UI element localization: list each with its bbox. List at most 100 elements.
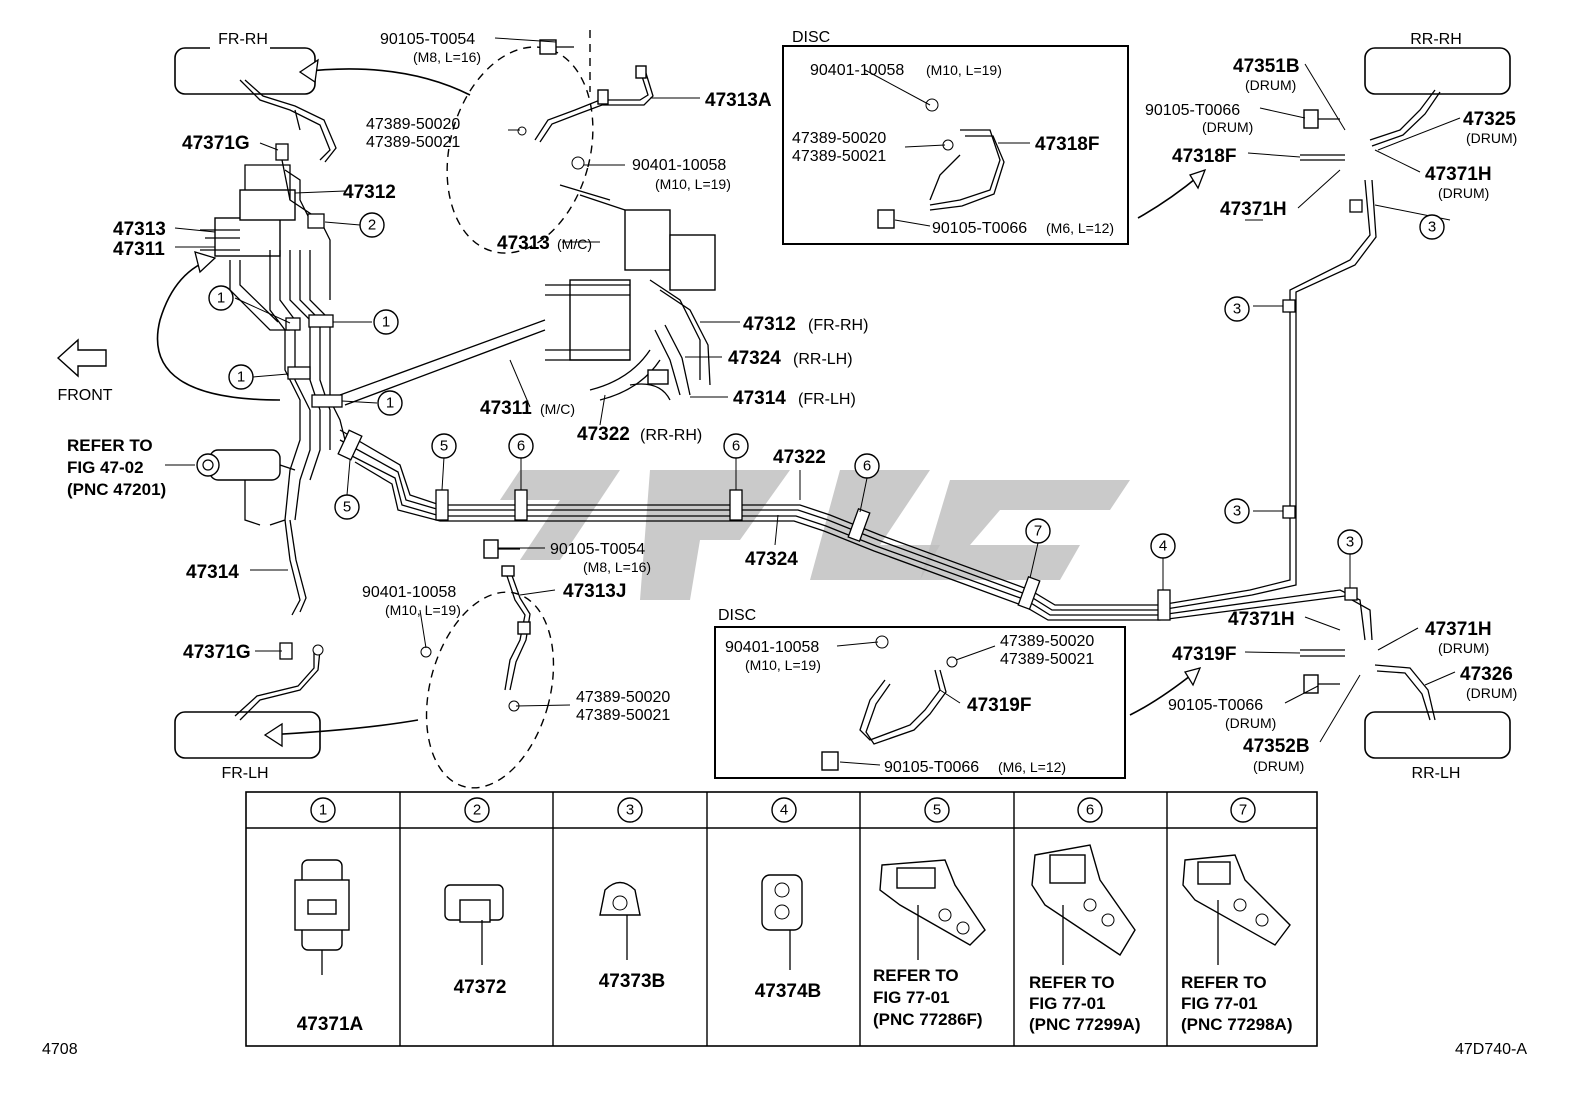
- label-90105-t0054-top-sub: (M8, L=16): [413, 49, 481, 65]
- label-47319f: 47319F: [1172, 644, 1236, 665]
- svg-text:1: 1: [319, 802, 327, 819]
- part-labels: 90105-T0054 (M8, L=16) 47313A 47389-5002…: [67, 31, 1517, 776]
- label-47314: 47314: [186, 562, 239, 583]
- disc-bot-90401: 90401-10058: [725, 639, 819, 656]
- svg-text:1: 1: [217, 290, 225, 307]
- table-header-2: 2: [464, 797, 490, 823]
- table-pn-3: 47373B: [599, 971, 666, 992]
- refer-master-line1: REFER TO: [67, 436, 153, 455]
- label-47389-50021-b: 47389-50021: [576, 707, 670, 724]
- callout-6-b: 6: [723, 433, 749, 459]
- callout-6-a: 6: [508, 433, 534, 459]
- disc-box-bottom: DISC: [714, 607, 1126, 779]
- svg-text:5: 5: [343, 499, 351, 516]
- svg-text:2: 2: [473, 802, 481, 819]
- callout-6-c: 6: [854, 453, 880, 479]
- disc-bottom-label: DISC: [718, 607, 756, 624]
- table-ref-6-line2: FIG 77-01: [1029, 994, 1106, 1013]
- svg-text:4: 4: [780, 802, 788, 819]
- disc-bot-90105: 90105-T0066: [884, 759, 979, 776]
- label-47371h-c: 47371H: [1228, 609, 1295, 630]
- svg-text:1: 1: [386, 395, 394, 412]
- label-47322-rrrh: 47322: [577, 424, 630, 445]
- disc-top-47389-50021: 47389-50021: [792, 148, 886, 165]
- table-ref-7-line2: FIG 77-01: [1181, 994, 1258, 1013]
- master-cylinder-body: [196, 449, 296, 526]
- label-47325: 47325: [1463, 109, 1516, 130]
- callout-5-a: 5: [431, 433, 457, 459]
- table-header-6: 6: [1077, 797, 1103, 823]
- label-90401-10058-a-sub: (M10, L=19): [655, 176, 731, 192]
- disc-bot-47389-50020: 47389-50020: [1000, 633, 1094, 650]
- clip-6-illustration: [1031, 844, 1136, 965]
- label-47311-mc-sub: (M/C): [540, 401, 575, 417]
- callouts: 1 1 1 1 2 3 3 3 3 4 5 5 6 6 6 7: [208, 212, 1445, 559]
- table-header-1: 1: [310, 797, 336, 823]
- label-47314-frlh: 47314: [733, 388, 786, 409]
- label-47389-50020-a: 47389-50020: [366, 116, 460, 133]
- callout-1-c: 1: [228, 364, 254, 390]
- callout-1-b: 1: [373, 309, 399, 335]
- refer-master-line2: FIG 47-02: [67, 458, 144, 477]
- detail-ellipse-top: [446, 46, 594, 254]
- label-47312-frrh-sub: (FR-RH): [808, 317, 868, 334]
- label-47313-mc: 47313: [497, 233, 550, 254]
- label-47352b-sub: (DRUM): [1253, 758, 1304, 774]
- label-47324: 47324: [745, 549, 798, 570]
- table-header-4: 4: [771, 797, 797, 823]
- label-90105-t0054-bot-sub: (M8, L=16): [583, 559, 651, 575]
- bolts: [420, 39, 585, 712]
- clip-47374b-illustration: [761, 874, 803, 970]
- svg-text:6: 6: [1086, 802, 1094, 819]
- label-47326-sub: (DRUM): [1466, 685, 1517, 701]
- callout-3-c: 3: [1224, 498, 1250, 524]
- clip-47372-illustration: [444, 884, 504, 965]
- label-47389-50021-a: 47389-50021: [366, 134, 460, 151]
- label-47371h-d-sub: (DRUM): [1438, 640, 1489, 656]
- curved-arrows: [156, 58, 1207, 748]
- label-fr-rh: FR-RH: [218, 31, 268, 48]
- label-47371g-bottom: 47371G: [183, 642, 251, 663]
- footer-right: 47D740-A: [1455, 1041, 1527, 1058]
- hose-rr-lh: [1300, 649, 1436, 721]
- table-pn-1: 47371A: [297, 1014, 364, 1035]
- svg-text:3: 3: [1346, 534, 1354, 551]
- svg-text:6: 6: [517, 438, 525, 455]
- disc-top-90401-sub: (M10, L=19): [926, 62, 1002, 78]
- svg-text:5: 5: [933, 802, 941, 819]
- clip-47371a-illustration: [294, 859, 350, 975]
- parts-table: 1 2 3 4 5 6 7: [245, 791, 1318, 1047]
- label-47311-mc: 47311: [480, 398, 532, 419]
- clip-47371g-top: [275, 143, 289, 161]
- callout-1-d: 1: [377, 390, 403, 416]
- svg-text:3: 3: [1428, 219, 1436, 236]
- disc-top-47318f: 47318F: [1035, 134, 1099, 155]
- svg-text:5: 5: [440, 438, 448, 455]
- label-90401-10058-b-sub: (M10, L=19): [385, 602, 461, 618]
- disc-bot-90105-sub: (M6, L=12): [998, 759, 1066, 775]
- table-pn-4: 47374B: [755, 981, 822, 1002]
- clip-7-illustration: [1182, 854, 1291, 965]
- wheel-rr-lh: RR-LH: [1364, 711, 1511, 782]
- table-ref-5-line3: (PNC 77286F): [873, 1010, 983, 1029]
- svg-text:2: 2: [368, 217, 376, 234]
- hose-fr-lh: [234, 644, 324, 721]
- disc-top-90105: 90105-T0066: [932, 220, 1027, 237]
- label-90105-t0066-top: 90105-T0066: [1145, 102, 1240, 119]
- table-ref-6-line3: (PNC 77299A): [1029, 1015, 1141, 1034]
- callout-5-b: 5: [334, 494, 360, 520]
- disc-bot-47319f: 47319F: [967, 695, 1031, 716]
- svg-text:1: 1: [237, 369, 245, 386]
- label-47371g-top: 47371G: [182, 133, 250, 154]
- front-arrow-icon: FRONT: [56, 338, 113, 404]
- label-47313a: 47313A: [705, 90, 772, 111]
- table-ref-7-line3: (PNC 77298A): [1181, 1015, 1293, 1034]
- hose-fr-rh: [239, 79, 337, 163]
- pipe-47314: [284, 519, 307, 616]
- label-47389-50020-b: 47389-50020: [576, 689, 670, 706]
- table-header-3: 3: [617, 797, 643, 823]
- master-cylinder-enlarged: [339, 184, 716, 406]
- leader-lines: [165, 37, 1461, 766]
- callout-4: 4: [1150, 533, 1176, 559]
- disc-bot-47389-50021: 47389-50021: [1000, 651, 1094, 668]
